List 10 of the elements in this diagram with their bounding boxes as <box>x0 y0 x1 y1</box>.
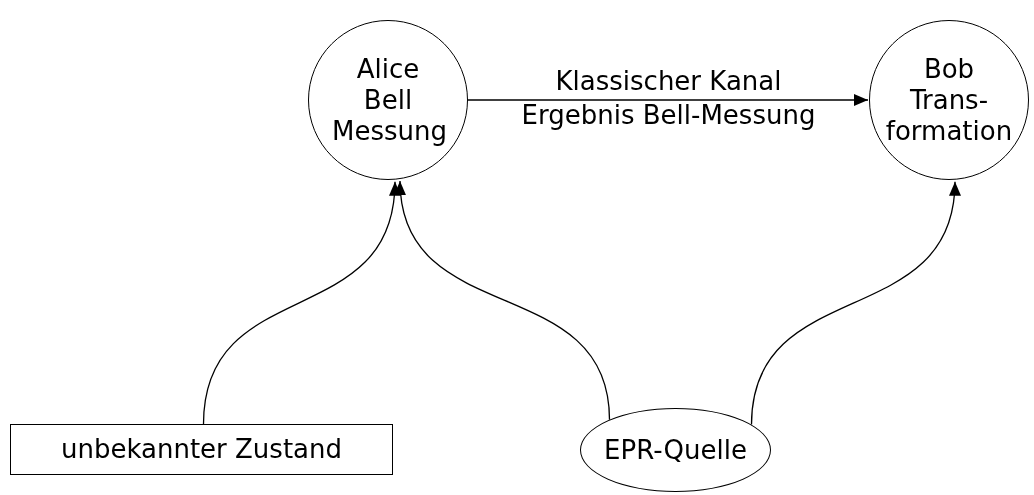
arrow <box>467 94 869 106</box>
arrow <box>202 181 400 425</box>
edge-label: Klassischer Kanal Ergebnis Bell-Messung <box>520 65 817 132</box>
node-label: unbekannter Zustand <box>60 434 342 465</box>
node-label: EPR-Quelle <box>604 434 747 466</box>
node-label: Alice Bell Messung <box>332 53 444 147</box>
arrow <box>750 181 960 426</box>
process-box <box>10 424 393 475</box>
node-label: Bob Trans- formation <box>885 53 1013 147</box>
arrow <box>395 180 611 421</box>
